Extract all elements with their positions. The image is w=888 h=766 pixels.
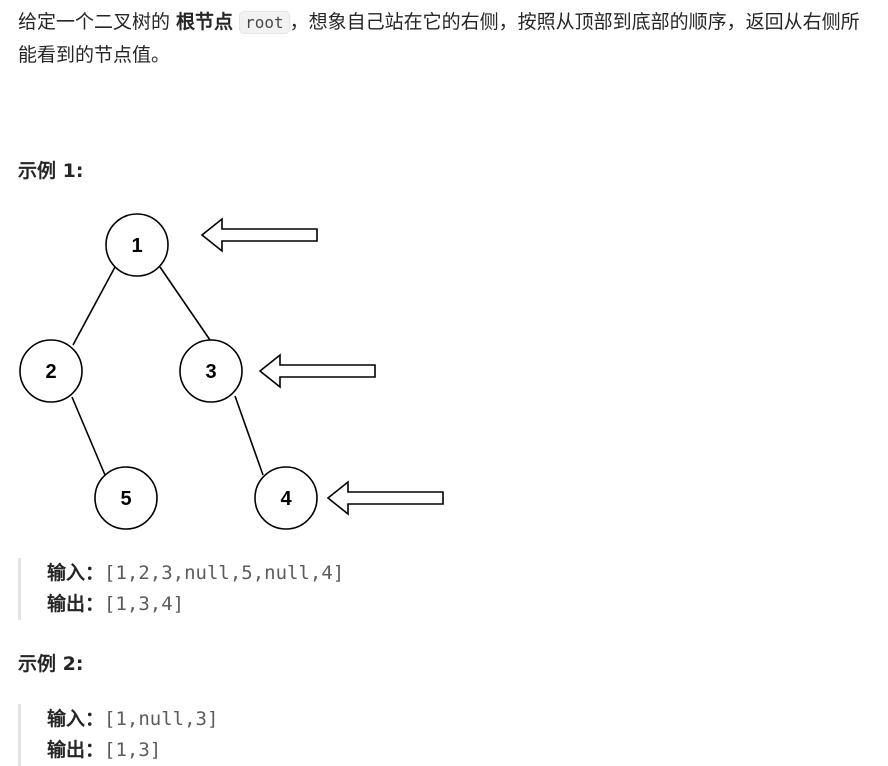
input-label: 输入：: [47, 562, 105, 584]
intro-text-part1: 给定一个二叉树的: [18, 11, 177, 33]
example-1-input-row: 输入：[1,2,3,null,5,null,4]: [47, 558, 344, 589]
example-1-output-row: 输出：[1,3,4]: [47, 589, 344, 620]
edge-2-5: [71, 396, 106, 476]
example-1-io-block: 输入：[1,2,3,null,5,null,4] 输出：[1,3,4]: [18, 558, 344, 620]
inline-code-root: root: [239, 11, 290, 34]
output-label: 输出：: [47, 593, 105, 615]
binary-tree-diagram: 1 2 3 5 4: [19, 213, 444, 530]
tree-node-4: [254, 466, 318, 530]
tree-node-4-label: 4: [280, 488, 292, 510]
tree-node-3: [179, 339, 243, 403]
input-value: [1,2,3,null,5,null,4]: [104, 562, 345, 584]
right-view-arrow-2: [258, 353, 376, 389]
output-value: [1,3,4]: [104, 593, 185, 615]
tree-node-5: [94, 466, 158, 530]
output-label: 输出：: [47, 739, 105, 761]
right-view-arrow-3: [326, 480, 444, 516]
edge-1-2: [72, 266, 116, 346]
input-value: [1,null,3]: [104, 708, 219, 730]
example-1-title: 示例 1:: [18, 160, 84, 182]
input-label: 输入：: [47, 708, 105, 730]
output-value: [1,3]: [104, 739, 162, 761]
tree-node-1-label: 1: [131, 235, 142, 257]
tree-node-1: [105, 213, 169, 277]
edge-1-3: [159, 266, 211, 341]
tree-node-5-label: 5: [120, 488, 131, 510]
example-2-io-block: 输入：[1,null,3] 输出：[1,3]: [18, 704, 218, 766]
tree-node-2: [19, 339, 83, 403]
tree-node-3-label: 3: [205, 361, 216, 383]
example-2-input-row: 输入：[1,null,3]: [47, 704, 218, 735]
right-view-arrow-1: [200, 217, 318, 253]
example-2-output-row: 输出：[1,3]: [47, 735, 218, 766]
edge-3-4: [234, 395, 264, 476]
intro-text-part2: ，想象自己站在它的右侧，按照从顶部到底部的顺序，返回从右侧所能看到的节点值。: [18, 11, 860, 66]
intro-bold-root-node: 根节点: [176, 11, 234, 33]
example-2-title: 示例 2:: [18, 653, 84, 675]
tree-node-2-label: 2: [45, 361, 56, 383]
problem-description: 给定一个二叉树的 根节点 root，想象自己站在它的右侧，按照从顶部到底部的顺序…: [18, 6, 878, 71]
